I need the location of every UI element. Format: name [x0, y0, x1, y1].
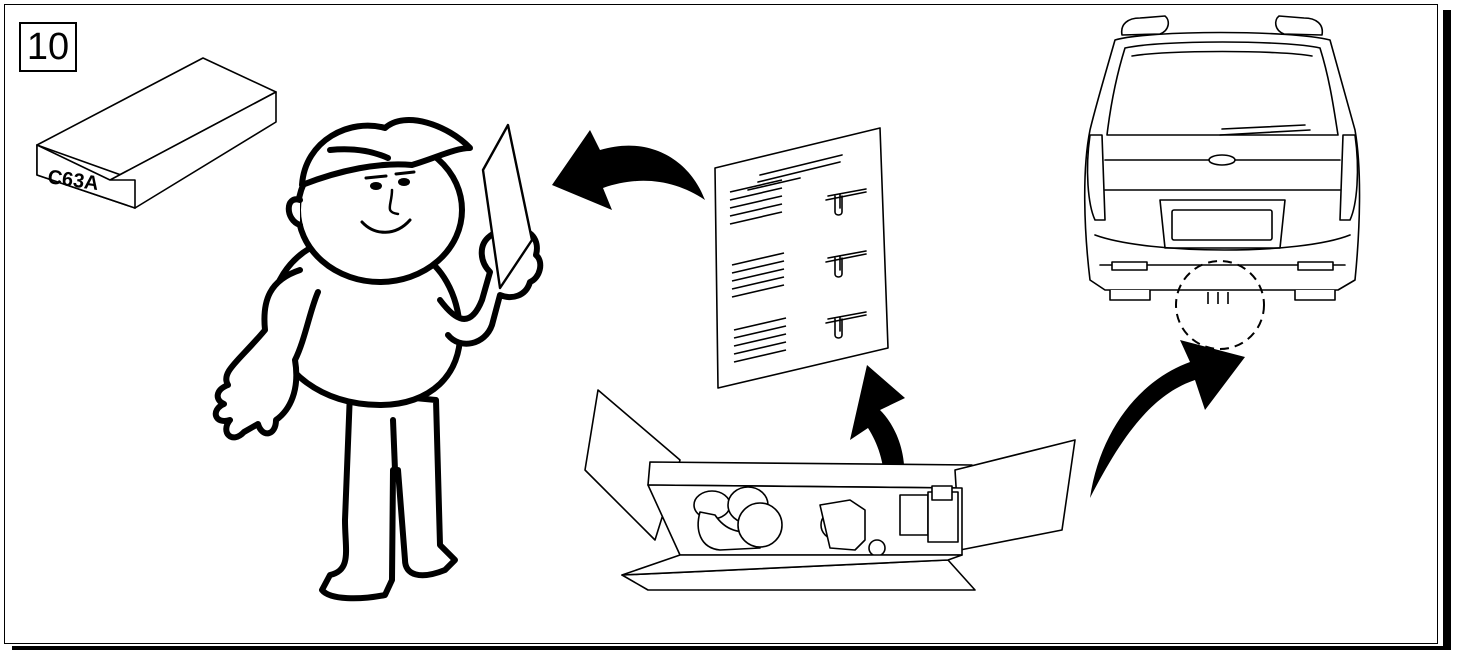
panel-shadow-bottom [12, 646, 1451, 650]
dashed-circle-highlight-icon [1175, 260, 1265, 350]
instruction-sheet-icon [714, 127, 889, 389]
step-number-badge: 10 [19, 22, 77, 72]
curved-arrow-icon [552, 130, 705, 210]
mechanic-figure-icon [212, 117, 544, 602]
curved-arrow-icon [1090, 340, 1245, 498]
panel-shadow-right [1443, 10, 1451, 650]
open-parts-box-icon [584, 389, 1076, 591]
vehicle-rear-view-icon [1083, 15, 1361, 350]
step-number: 10 [26, 25, 70, 68]
kit-box-icon: C63A [36, 57, 277, 209]
